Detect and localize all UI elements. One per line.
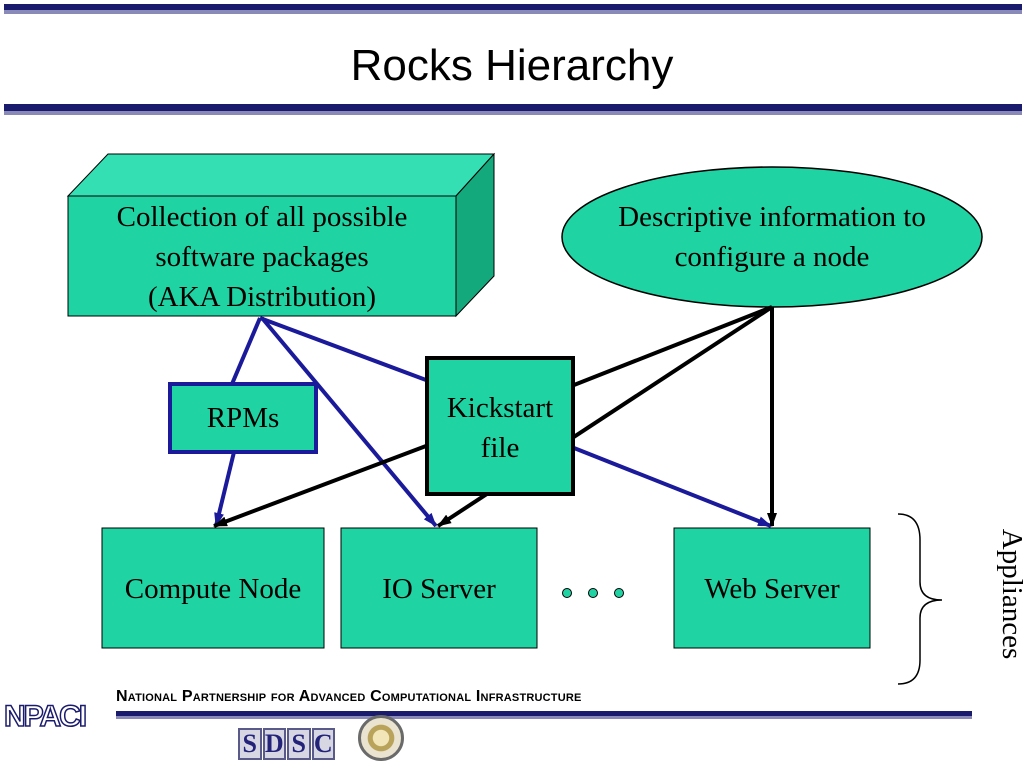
distribution-line-3: (AKA Distribution): [148, 281, 376, 313]
descriptive-label: Descriptive information to configure a n…: [568, 197, 976, 277]
distribution-box-top: [66, 153, 496, 197]
distribution-line-1: Collection of all possible: [116, 201, 408, 233]
arrow-kickstart-to-web: [573, 446, 772, 528]
kickstart-box: [425, 356, 575, 496]
npaci-logo: NPACI: [3, 699, 88, 734]
arrow-descriptive-to-kickstart: [573, 305, 773, 387]
slide-title: Rocks Hierarchy: [350, 41, 674, 90]
ellipsis-dots: [562, 588, 624, 598]
header-rule-bottom: [4, 104, 1022, 115]
distribution-label: Collection of all possible software pack…: [68, 197, 456, 317]
university-seal-icon: [358, 715, 404, 761]
io-server-box: [340, 527, 538, 649]
kickstart-line-1: Kickstart: [446, 392, 554, 424]
sdsc-letter: S: [287, 728, 311, 760]
ellipsis-dot: [614, 588, 624, 598]
footer-text: National Partnership for Advanced Comput…: [116, 688, 582, 705]
sdsc-letter: C: [311, 728, 335, 760]
kickstart-label: Kickstart file: [427, 388, 573, 468]
footer-rule-shade: [116, 716, 972, 719]
distribution-box-front: [67, 195, 457, 317]
distribution-line-2: software packages: [155, 241, 369, 273]
arrow-kickstart-to-compute: [213, 444, 427, 528]
sdsc-letter: S: [238, 728, 262, 760]
ellipsis-dot: [562, 588, 572, 598]
distribution-box: [66, 152, 496, 318]
arrow-distribution-to-kickstart: [259, 316, 427, 382]
appliances-label: Appliances: [996, 528, 1024, 660]
io-server-label: IO Server: [382, 573, 496, 605]
sdsc-logo: S D S C: [238, 728, 336, 760]
arrow-distribution-to-io: [260, 316, 438, 528]
header-rule-top: [4, 4, 1022, 14]
footer-rule: [116, 711, 972, 716]
sdsc-letter: D: [262, 728, 286, 760]
rpms-box: [168, 382, 318, 454]
rpms-label: RPMs: [206, 402, 280, 434]
compute-node-label: Compute Node: [124, 573, 302, 605]
arrow-rpms-to-compute: [214, 451, 236, 527]
web-server-box: [673, 527, 871, 649]
arrow-distribution-to-rpms: [230, 317, 262, 385]
kickstart-line-2: file: [480, 432, 520, 464]
appliances-brace: [897, 513, 943, 685]
web-server-label: Web Server: [704, 573, 840, 605]
descriptive-line-2: configure a node: [674, 241, 870, 273]
descriptive-line-1: Descriptive information to: [618, 201, 926, 233]
ellipsis-dot: [588, 588, 598, 598]
compute-node-box: [101, 527, 325, 649]
